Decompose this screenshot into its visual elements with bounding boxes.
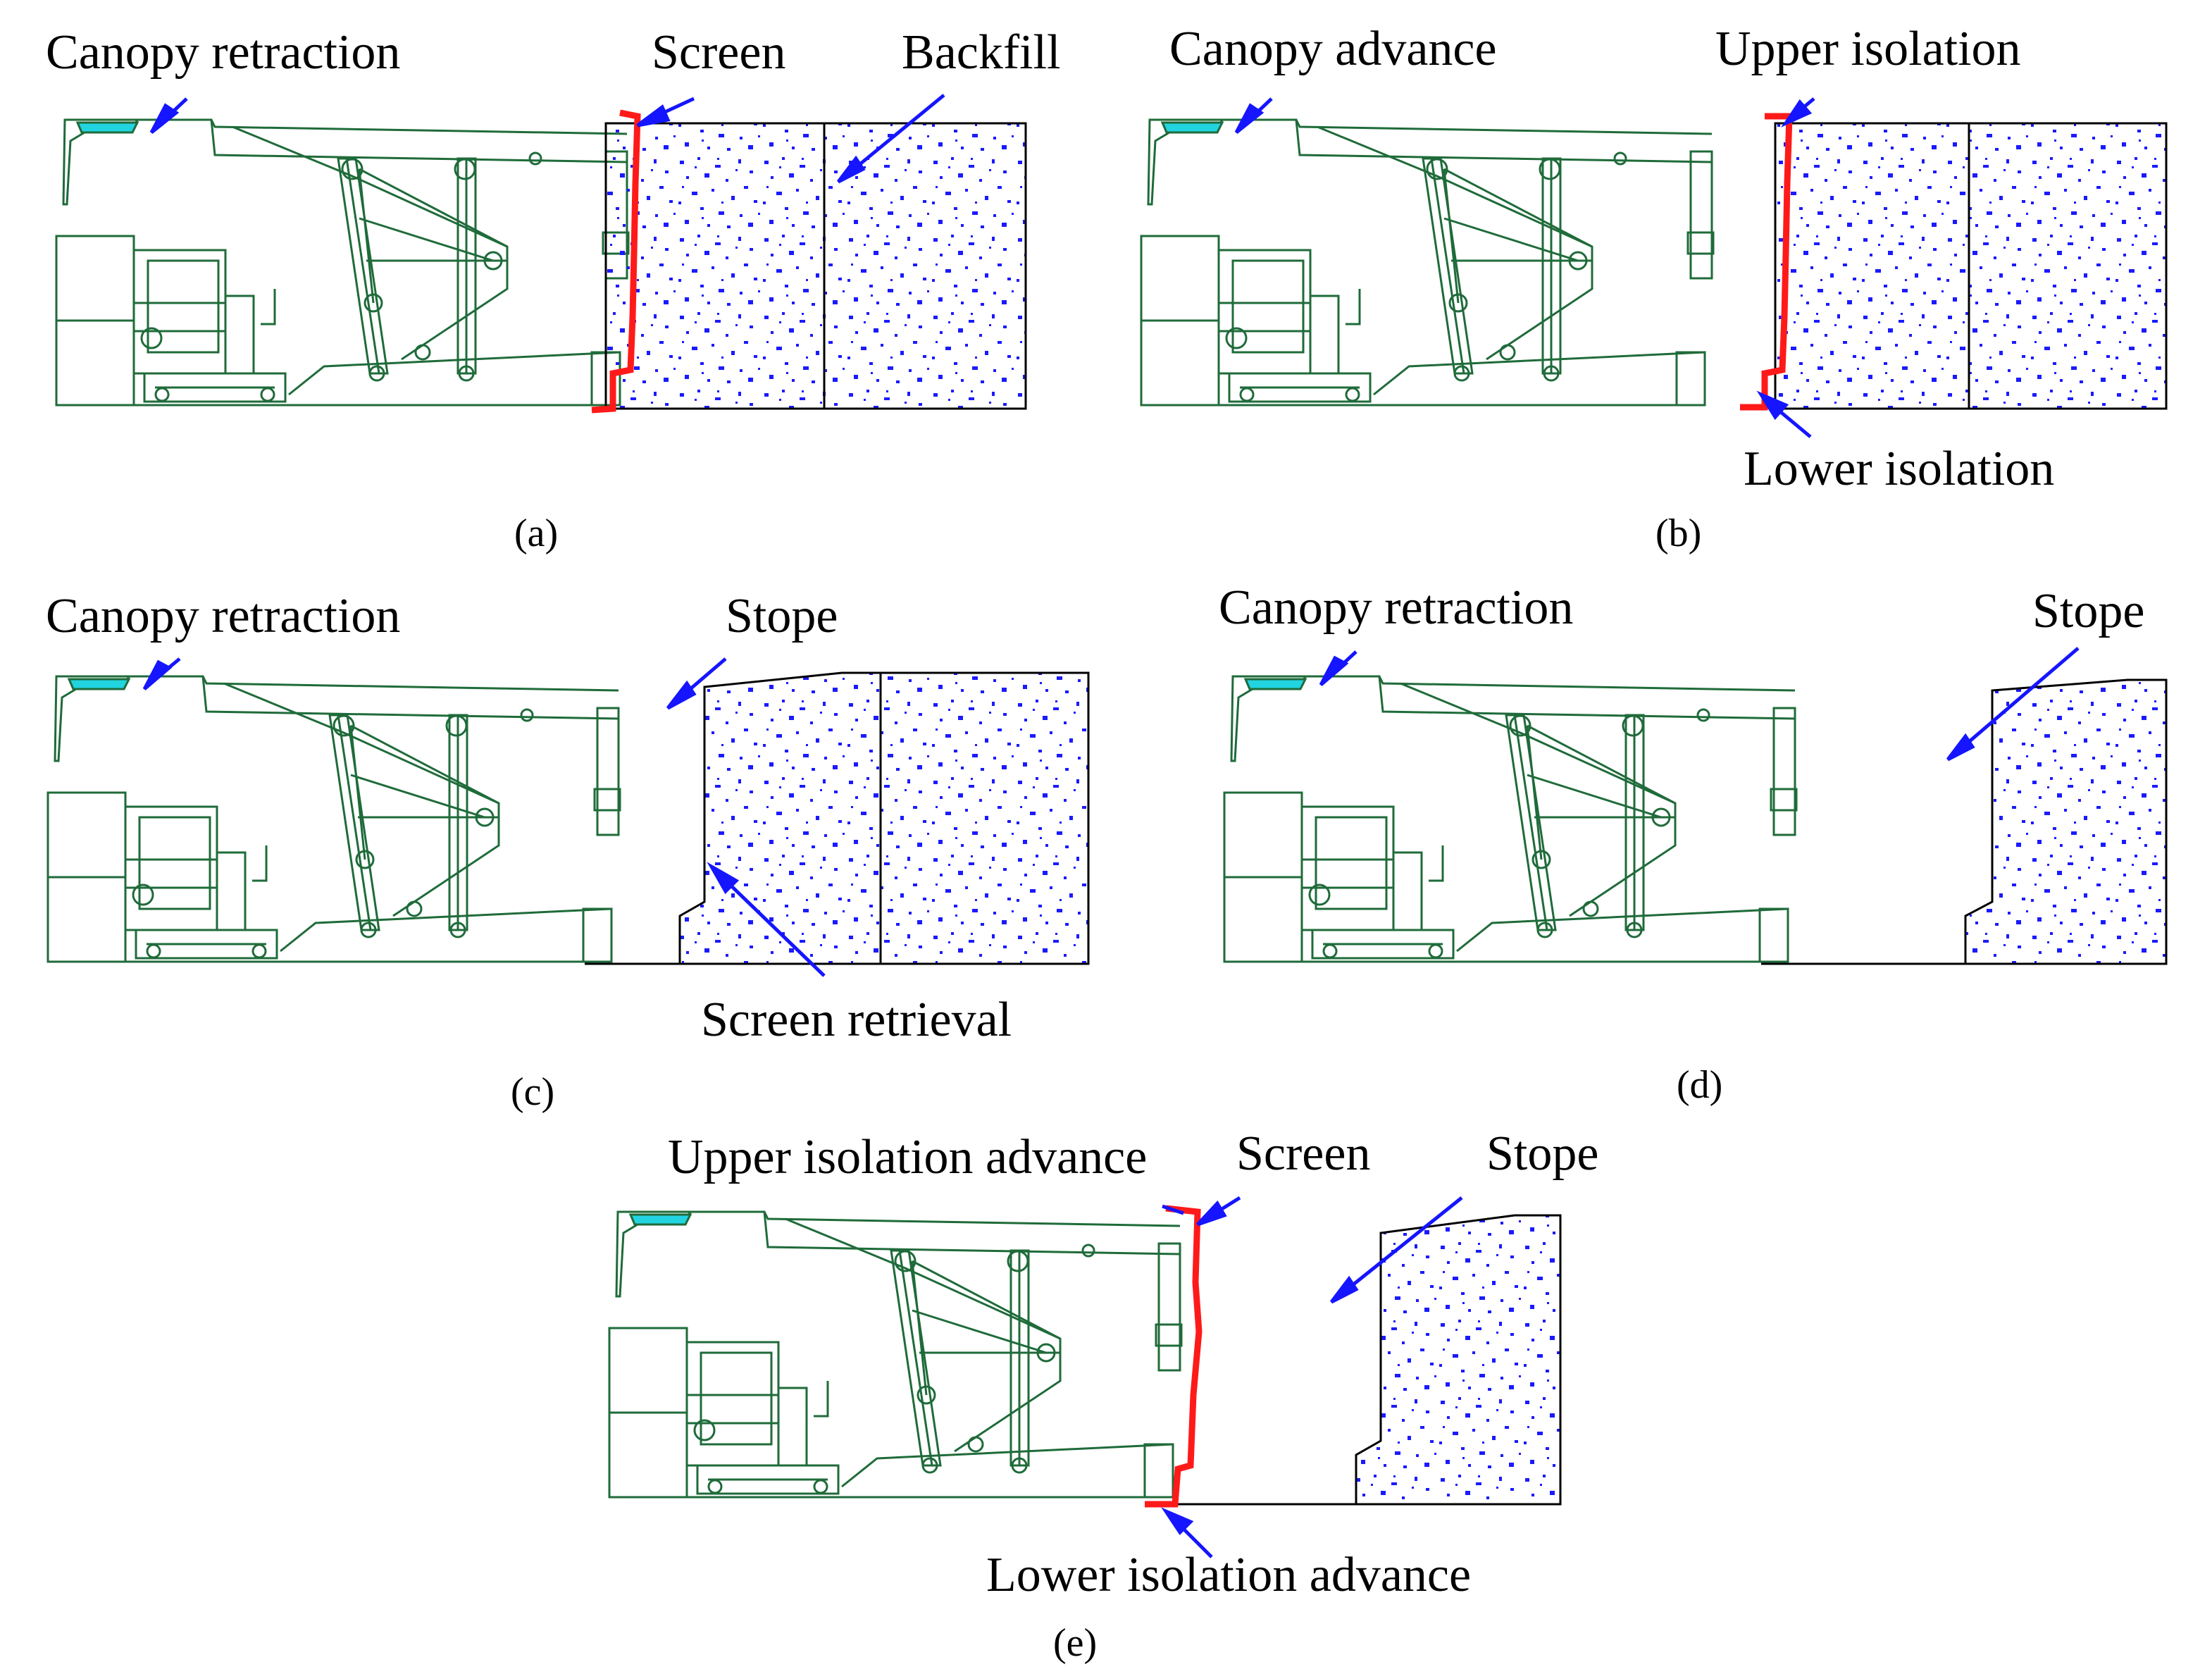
label-lower-isolation-advance: Lower isolation advance [986,1548,1471,1602]
label-canopy-retraction-d: Canopy retraction [1219,581,1573,635]
label-canopy-retraction: Canopy retraction [46,25,400,80]
caption-a: (a) [514,512,558,555]
backfill-block-2 [1774,122,2168,410]
screen-line-e [1145,1205,1203,1508]
label-canopy-retraction-c: Canopy retraction [46,589,400,643]
label-lower-isolation: Lower isolation [1744,442,2054,496]
caption-c: (c) [511,1070,554,1114]
caption-d: (d) [1677,1063,1722,1107]
label-backfill: Backfill [902,25,1060,80]
backfill-block-3 [678,671,1090,965]
label-stope-c: Stope [726,589,838,643]
label-canopy-advance: Canopy advance [1169,22,1497,76]
label-screen-retrieval: Screen retrieval [701,993,1012,1047]
backfill-block-1 [604,122,1027,410]
panel-a: Canopy retraction Screen Backfill (a) [46,25,1060,555]
label-screen: Screen [652,25,785,80]
caption-b: (b) [1655,512,1701,555]
screen-line [591,109,641,414]
panel-e: Upper isolation advance Screen Stope Low… [608,1127,1598,1665]
panel-c: Canopy retraction Stope Screen retrieval… [46,589,1090,1114]
label-upper-isolation: Upper isolation [1715,22,2021,76]
caption-e: (e) [1053,1621,1097,1665]
label-upper-isolation-advance: Upper isolation advance [668,1130,1147,1184]
panel-b: Canopy advance Upper isolation Lower iso… [1140,22,2168,555]
label-stope-e: Stope [1486,1127,1598,1181]
label-screen-e: Screen [1236,1127,1370,1181]
label-stope-d: Stope [2032,584,2144,638]
backfill-block-4 [1964,678,2168,965]
backfill-block-5 [1355,1214,1562,1506]
panel-d: Canopy retraction Stope (d) [1219,581,2168,1107]
